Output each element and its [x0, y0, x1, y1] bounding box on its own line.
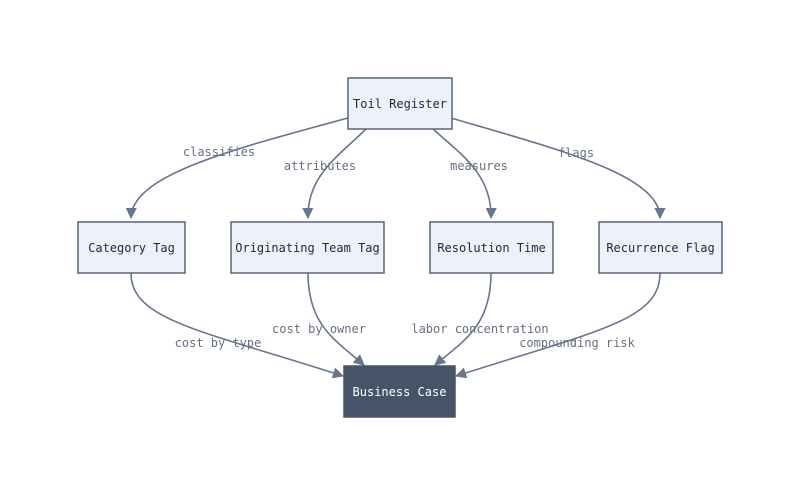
edge-label-measures: measures: [450, 159, 508, 173]
edge-classifies: [125, 117, 349, 220]
node-business-case: Business Case: [343, 365, 456, 418]
node-label-recurrence-flag: Recurrence Flag: [606, 241, 714, 255]
edge-cost-by-type: [130, 272, 345, 379]
edge-label-cost-by-owner: cost by owner: [272, 322, 366, 336]
edge-compounding-risk: [454, 272, 661, 379]
node-resolution-time: Resolution Time: [429, 221, 554, 274]
node-originating-team-tag: Originating Team Tag: [230, 221, 385, 274]
edge-label-labor-concentration: labor concentration: [411, 322, 548, 336]
node-label-business-case: Business Case: [353, 385, 447, 399]
edge-label-compounding-risk: compounding risk: [519, 336, 635, 350]
edge-label-attributes: attributes: [284, 159, 356, 173]
node-label-toil-register: Toil Register: [353, 97, 447, 111]
node-label-category-tag: Category Tag: [88, 241, 175, 255]
edge-labor-concentration: [434, 272, 492, 366]
node-toil-register: Toil Register: [347, 77, 453, 130]
node-label-originating-team-tag: Originating Team Tag: [235, 241, 380, 255]
edge-measures: [432, 128, 497, 220]
edge-flags: [450, 117, 666, 220]
edge-attributes: [302, 128, 367, 220]
node-label-resolution-time: Resolution Time: [437, 241, 545, 255]
edge-label-flags: flags: [558, 146, 594, 160]
node-recurrence-flag: Recurrence Flag: [598, 221, 723, 274]
edge-cost-by-owner: [307, 272, 365, 366]
edge-label-cost-by-type: cost by type: [175, 336, 262, 350]
node-category-tag: Category Tag: [77, 221, 186, 274]
edge-label-classifies: classifies: [183, 145, 255, 159]
